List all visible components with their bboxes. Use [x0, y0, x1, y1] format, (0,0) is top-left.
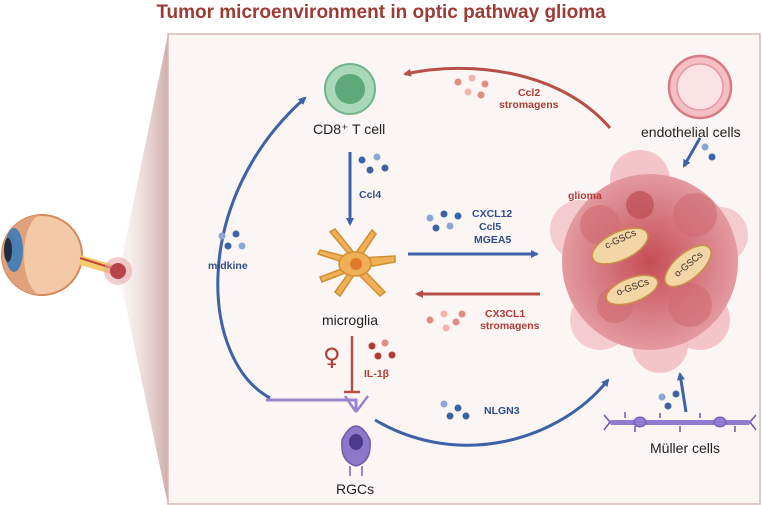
- rgc-neuron-icon: [266, 395, 371, 476]
- eye-icon: [1, 214, 132, 296]
- muller-cell-icon: [603, 412, 757, 432]
- inhibition-microglia-to-rgc: [344, 336, 360, 394]
- endothelial-dots: [701, 143, 716, 161]
- ccl4-label: Ccl4: [359, 189, 382, 201]
- nlgn3-dots: [440, 400, 470, 420]
- endothelial-cell-icon: [667, 54, 733, 120]
- arrow-endothelial-to-tcell: [403, 66, 612, 129]
- ccl2-dots: [454, 74, 489, 99]
- arrow-rgc-to-glioma: [374, 378, 610, 447]
- arrow-muller-to-glioma: [676, 372, 688, 413]
- arrow-midkine-to-tcell: [216, 96, 307, 400]
- female-symbol-icon: ♀: [323, 343, 341, 371]
- il1b-label: IL-1β: [364, 368, 390, 380]
- muller-dots: [658, 390, 680, 410]
- midkine-label: midkine: [208, 260, 248, 272]
- nlgn3-label: NLGN3: [484, 405, 520, 417]
- glioma-mass-icon: [550, 150, 748, 373]
- stromagens-mid-label: stromagens: [480, 320, 540, 332]
- figure-title: Tumor microenvironment in optic pathway …: [156, 2, 606, 23]
- il1b-dots: [368, 339, 396, 360]
- microglia-label: microglia: [322, 312, 379, 328]
- endothelial-cells-label: endothelial cells: [641, 124, 741, 140]
- mgea5-label: MGEA5: [474, 234, 512, 246]
- ccl4-dots: [358, 153, 389, 174]
- cx3cl1-label: CX3CL1: [485, 308, 526, 320]
- microglia-icon: [316, 228, 396, 298]
- cxcl12-label: CXCL12: [472, 208, 513, 220]
- cd8-t-cell-label: CD8⁺ T cell: [313, 121, 386, 137]
- ccl2-label: Ccl2: [518, 87, 541, 99]
- cxcl12-dots: [426, 210, 462, 232]
- arrow-endothelial-to-glioma: [682, 137, 702, 168]
- t-cell-icon: [324, 63, 376, 115]
- muller-cells-label: Müller cells: [650, 440, 721, 456]
- stromagens-top-label: stromagens: [499, 99, 559, 111]
- glioma-label: glioma: [568, 190, 602, 202]
- midkine-dots: [218, 230, 246, 250]
- rgcs-label: RGCs: [336, 481, 375, 497]
- zoom-wedge: [120, 34, 168, 505]
- ccl5-label: Ccl5: [479, 221, 502, 233]
- cx3cl1-dots: [426, 310, 466, 332]
